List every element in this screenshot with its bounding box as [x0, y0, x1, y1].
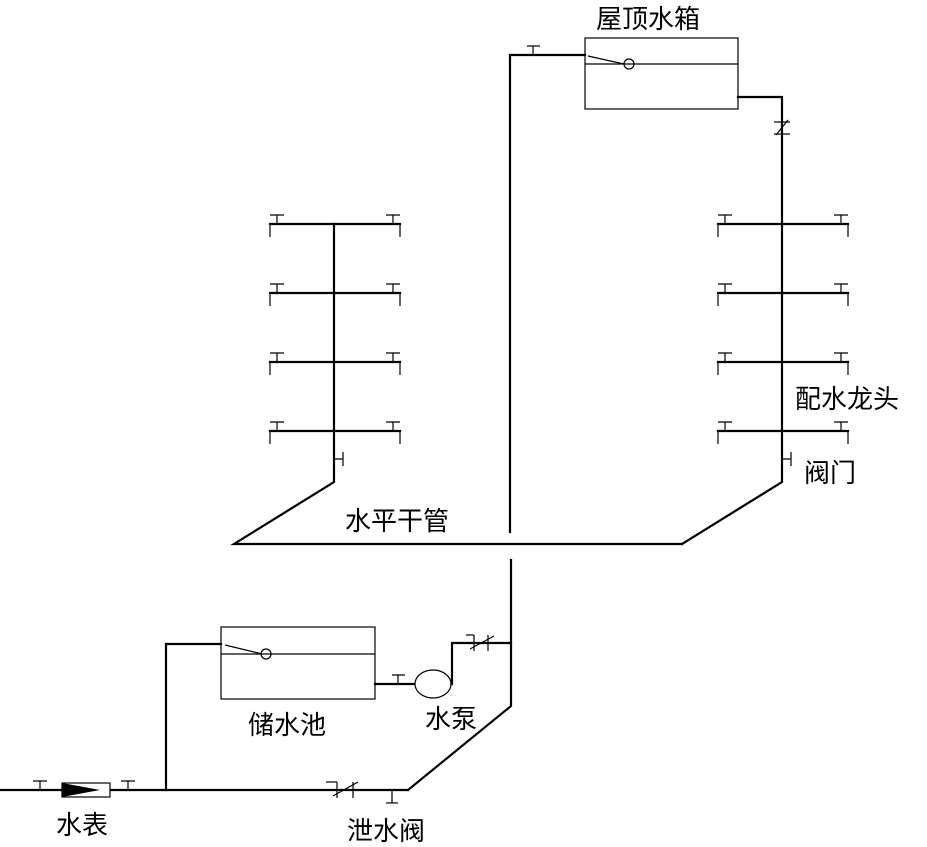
check-valve-street-icon: [326, 781, 359, 798]
meter-outlet-valve: [121, 780, 135, 790]
horizontal-main-label: 水平干管: [345, 507, 449, 537]
tank-inlet-pipe: [164, 642, 223, 792]
water-meter-label: 水表: [56, 811, 108, 841]
lower-riser-pipe: [406, 558, 513, 792]
drain-valve-label: 泄水阀: [347, 817, 425, 847]
drain-valve-icon: [386, 790, 398, 804]
valve-label: 阀门: [804, 459, 856, 489]
check-valve-icon: [774, 119, 790, 136]
pump-discharge-pipe: [450, 641, 513, 686]
roof-tank: [584, 37, 739, 110]
riser-top-valve: [527, 45, 540, 55]
horizontal-main-pipe: [230, 222, 684, 546]
left-branches: [268, 214, 402, 466]
right-branches: [716, 214, 850, 466]
pump-icon: [414, 669, 452, 699]
storage-tank: [220, 626, 376, 700]
storage-tank-label: 储水池: [248, 711, 326, 741]
supply-riser-pipe: [508, 53, 587, 534]
pump-inlet-valve: [392, 674, 405, 684]
roof-tank-label: 屋顶水箱: [596, 5, 700, 35]
pump-label: 水泵: [425, 705, 477, 735]
water-meter-icon: [61, 782, 111, 798]
faucet-label: 配水龙头: [795, 385, 899, 415]
tank-outlet-pipe: [680, 95, 784, 546]
meter-inlet-valve: [33, 780, 47, 790]
pump-check-valve-icon: [466, 634, 495, 651]
